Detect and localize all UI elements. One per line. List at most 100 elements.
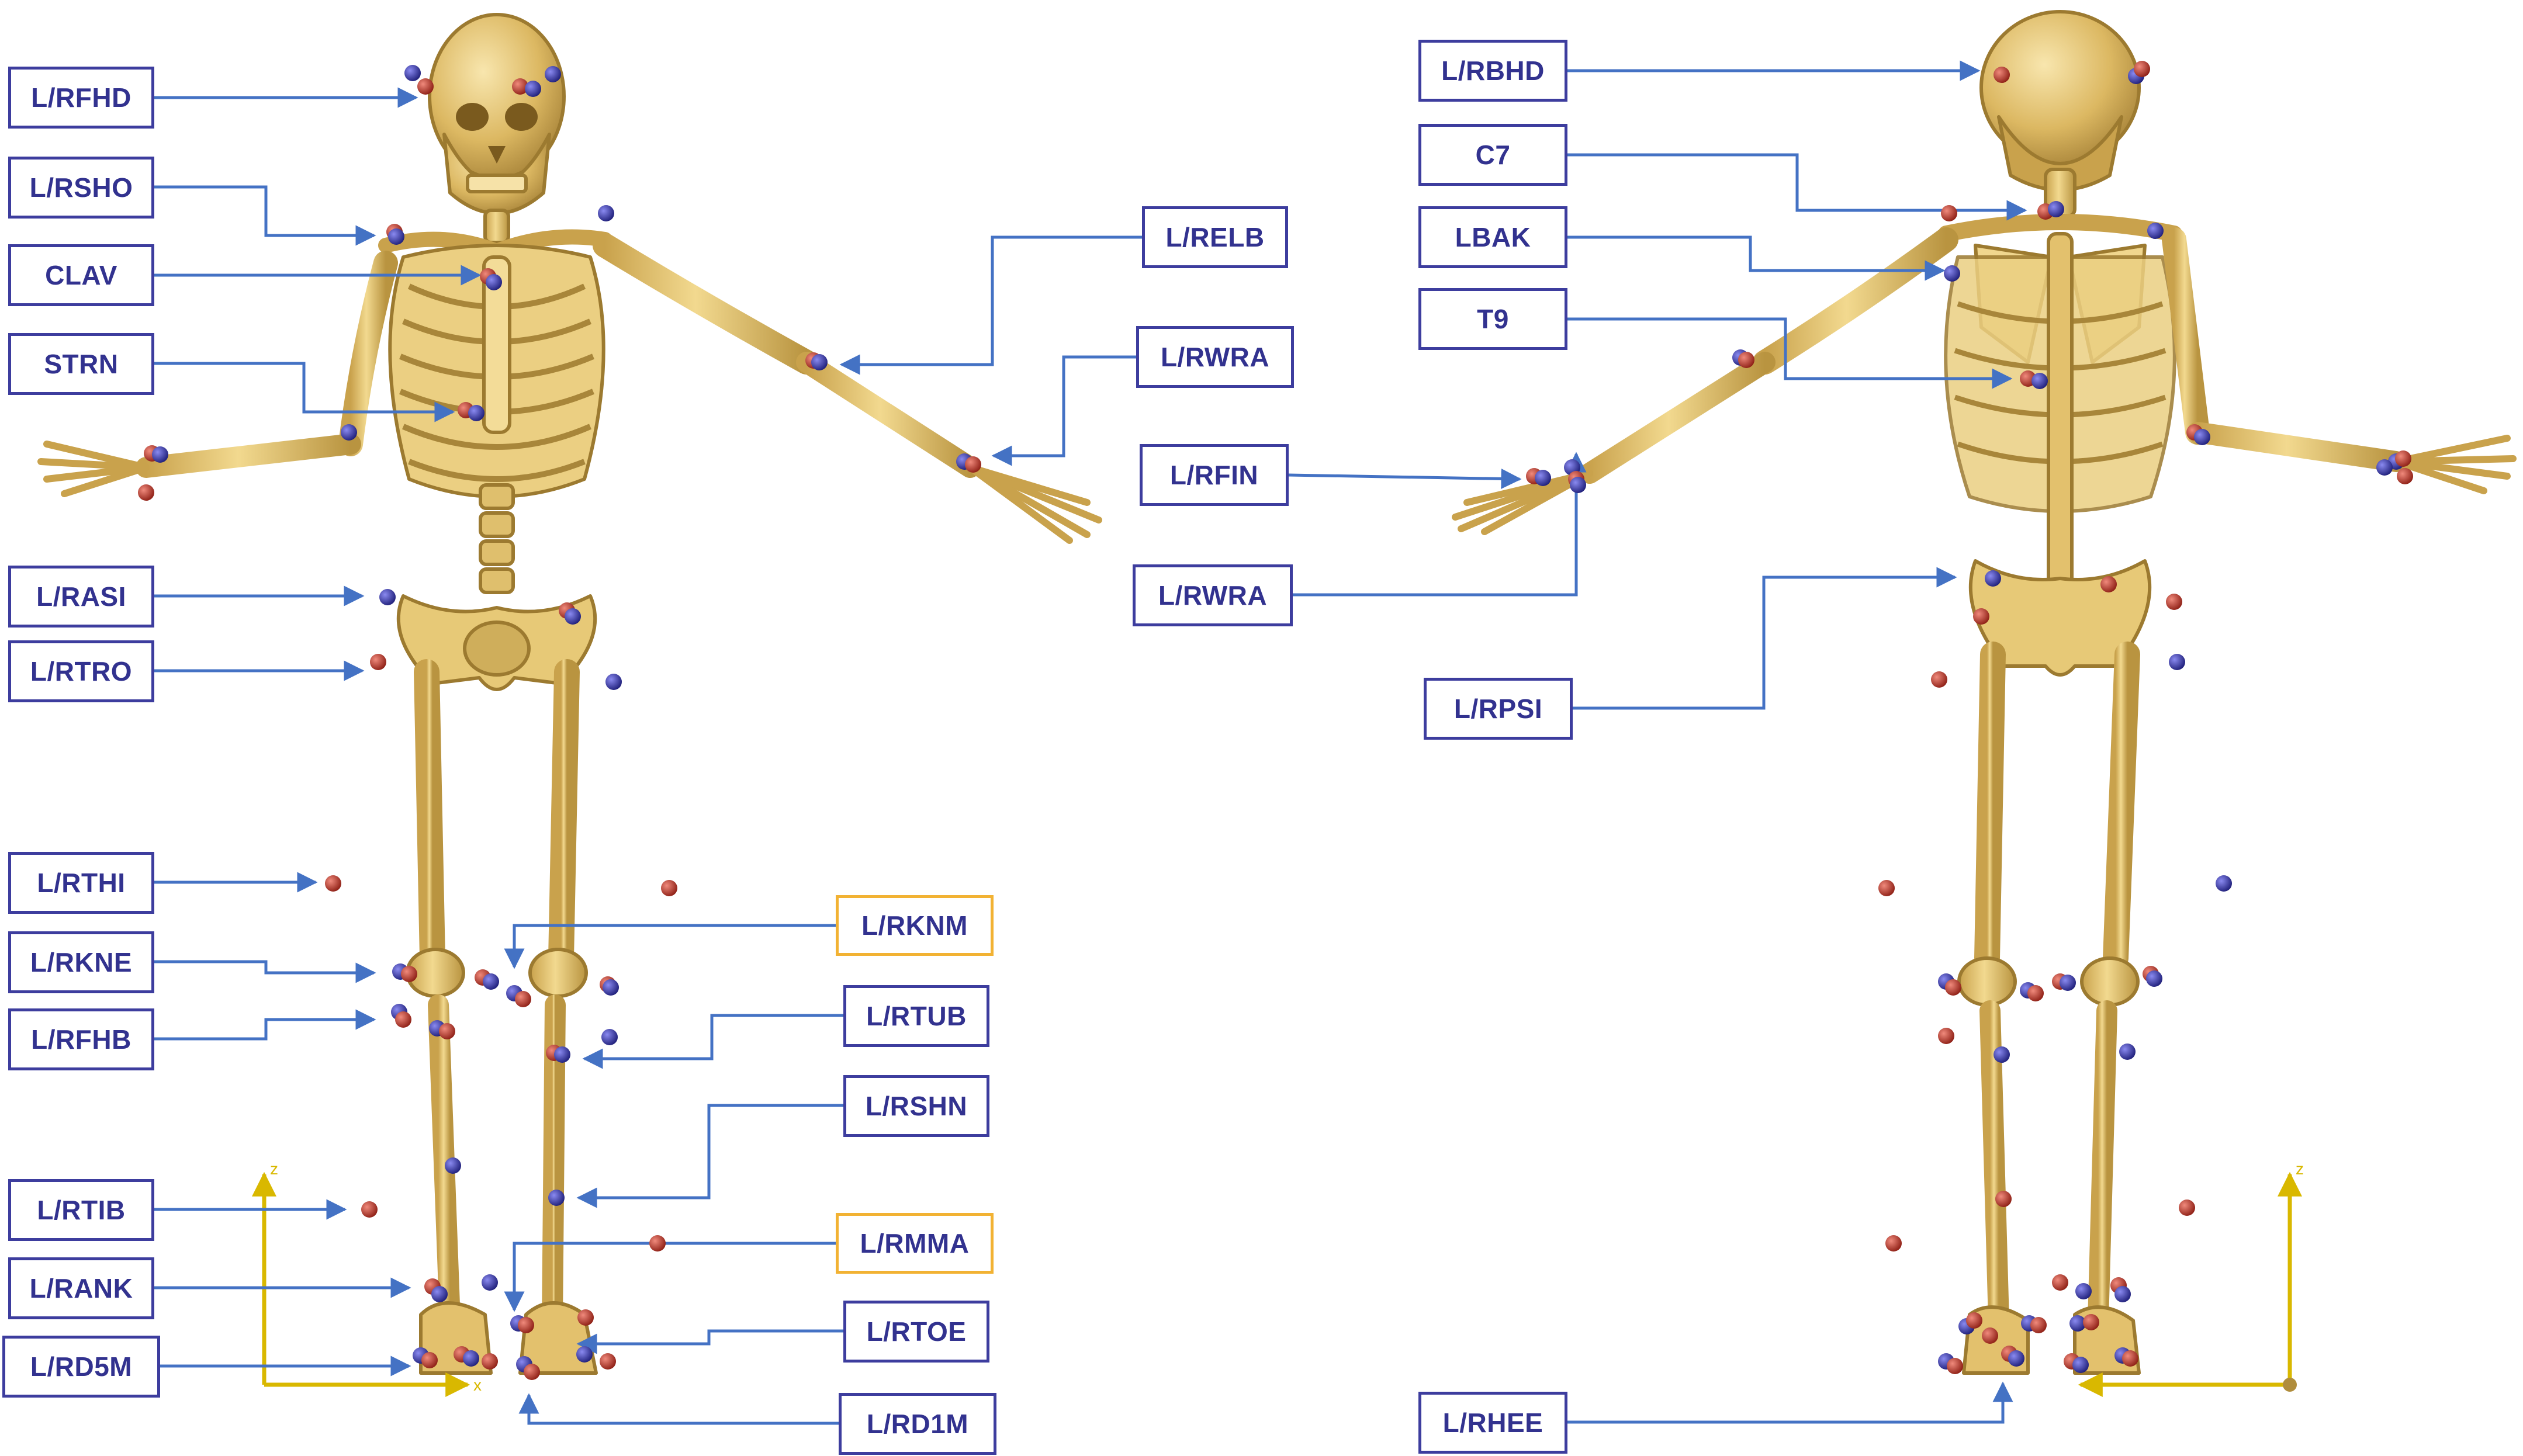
marker-dot xyxy=(2169,654,2185,670)
label-rthi: L/RTHI xyxy=(8,852,154,914)
label-rpsi: L/RPSI xyxy=(1424,678,1573,740)
leader-line-c7 xyxy=(1567,153,2027,221)
label-rank: L/RANK xyxy=(8,1257,154,1319)
marker-dot xyxy=(2122,1350,2138,1367)
label-rd5m: L/RD5M xyxy=(2,1336,160,1398)
marker-dot xyxy=(515,991,531,1007)
marker-dot xyxy=(404,65,421,81)
marker-dot xyxy=(576,1346,593,1363)
leader-line-rfhb xyxy=(154,1009,376,1041)
leader-line-rtoe xyxy=(576,1329,843,1354)
leader-line-rmma xyxy=(504,1242,836,1312)
marker-dot xyxy=(152,446,168,463)
label-rbhd: L/RBHD xyxy=(1418,40,1567,102)
label-c7: C7 xyxy=(1418,124,1567,186)
label-rwra-front: L/RWRA xyxy=(1136,326,1294,388)
leader-line-rtub xyxy=(582,1014,843,1069)
marker-dot xyxy=(2395,450,2411,467)
marker-dot xyxy=(421,1352,438,1368)
marker-dot xyxy=(1885,1235,1902,1252)
marker-dot xyxy=(1878,880,1895,896)
marker-dot xyxy=(483,973,499,990)
marker-dot xyxy=(2134,61,2150,77)
label-rwra-back: L/RWRA xyxy=(1133,564,1293,626)
front-skeleton xyxy=(37,13,1102,1375)
marker-dot xyxy=(1994,1046,2010,1063)
axis-label-z-back: z xyxy=(2296,1160,2304,1178)
leader-line-t9 xyxy=(1567,317,2013,389)
leader-line-rshn xyxy=(576,1104,843,1208)
marker-dot xyxy=(482,1274,498,1291)
axis-label-z-front: z xyxy=(270,1160,278,1178)
marker-dot xyxy=(445,1157,461,1174)
marker-dot xyxy=(1982,1327,1998,1344)
marker-dot xyxy=(2008,1350,2024,1367)
marker-dot xyxy=(965,456,981,473)
marker-dot xyxy=(395,1011,411,1028)
label-rmma: L/RMMA xyxy=(836,1213,994,1274)
marker-dot xyxy=(2031,373,2048,389)
marker-dot xyxy=(2030,1317,2047,1333)
marker-dot xyxy=(1966,1312,1982,1329)
label-rfhb: L/RFHB xyxy=(8,1008,154,1070)
marker-dot xyxy=(2114,1286,2131,1302)
marker-dot xyxy=(2072,1357,2089,1373)
marker-dot xyxy=(1570,477,1586,493)
marker-dot xyxy=(417,78,434,95)
marker-dot xyxy=(2048,201,2064,217)
label-rshn: L/RSHN xyxy=(843,1075,989,1137)
label-rtoe: L/RTOE xyxy=(843,1301,989,1363)
label-strn: STRN xyxy=(8,333,154,395)
leader-line-rwra-front xyxy=(991,355,1136,466)
marker-dot xyxy=(649,1235,666,1252)
marker-dot xyxy=(2397,468,2413,484)
marker-dot xyxy=(524,1364,540,1380)
label-clav: CLAV xyxy=(8,244,154,306)
marker-dot xyxy=(554,1046,570,1063)
marker-dot xyxy=(2075,1283,2092,1299)
marker-dot xyxy=(138,484,154,501)
marker-dot xyxy=(370,654,386,670)
leader-line-rhee xyxy=(1567,1381,2013,1424)
leader-line-lbak xyxy=(1567,235,1946,281)
leader-line-rd1m xyxy=(518,1393,839,1425)
leader-line-rsho xyxy=(154,185,376,246)
marker-dot xyxy=(401,966,417,982)
marker-dot xyxy=(605,674,622,690)
marker-dot xyxy=(2146,970,2162,987)
marker-dot xyxy=(463,1350,479,1367)
marker-dot xyxy=(388,228,404,245)
marker-dot xyxy=(600,1353,616,1370)
marker-dot xyxy=(518,1317,534,1333)
marker-dot xyxy=(1945,979,1961,996)
leader-line-rwra-back xyxy=(1293,452,1587,597)
marker-dot xyxy=(577,1309,594,1326)
marker-dot xyxy=(1985,570,2001,587)
marker-dot xyxy=(601,1029,618,1045)
marker-dot xyxy=(598,205,614,221)
marker-dot xyxy=(1944,265,1960,282)
marker-dots xyxy=(138,61,2413,1380)
leader-line-rpsi xyxy=(1573,567,1957,710)
label-rhee: L/RHEE xyxy=(1418,1392,1567,1454)
marker-dot xyxy=(548,1190,565,1206)
label-t9: T9 xyxy=(1418,288,1567,350)
leader-line-rfin xyxy=(1288,468,1522,489)
marker-dot xyxy=(325,875,341,892)
marker-dot xyxy=(379,589,396,605)
marker-dot xyxy=(2194,429,2210,445)
marker-dot xyxy=(2052,1274,2068,1291)
marker-dot xyxy=(341,424,357,441)
marker-dot xyxy=(2147,223,2164,239)
marker-dot xyxy=(1931,671,1947,688)
label-rtib: L/RTIB xyxy=(8,1179,154,1241)
marker-dot xyxy=(2100,576,2117,592)
leader-line-relb xyxy=(839,235,1142,375)
label-rkne: L/RKNE xyxy=(8,931,154,993)
label-rsho: L/RSHO xyxy=(8,157,154,219)
marker-dot xyxy=(1738,352,1754,368)
marker-dot xyxy=(545,66,561,82)
label-rfhd: L/RFHD xyxy=(8,67,154,129)
